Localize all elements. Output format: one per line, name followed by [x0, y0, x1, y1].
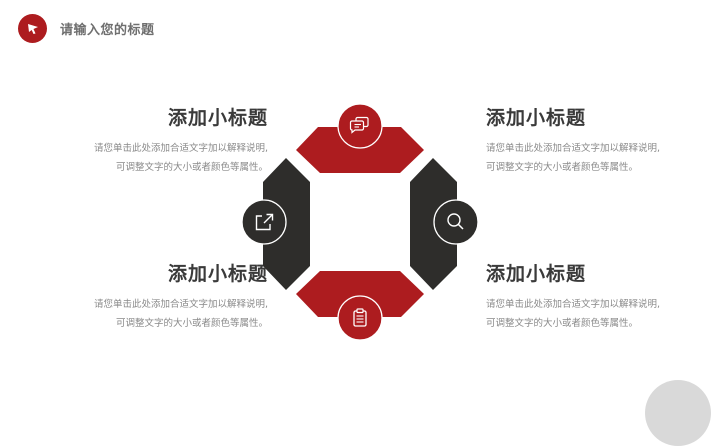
- chat-bubbles-icon: [337, 103, 383, 149]
- clipboard-icon: [337, 295, 383, 341]
- block-title: 添加小标题: [486, 107, 587, 129]
- block-title: 添加小标题: [167, 107, 268, 129]
- text-block-top-right: 添加小标题 请您单击此处添加合适文字加以解释说明, 可调整文字的大小或者颜色等属…: [486, 106, 720, 177]
- block-desc-line2: 可调整文字的大小或者颜色等属性。: [486, 162, 639, 173]
- block-desc-line2: 可调整文字的大小或者颜色等属性。: [486, 318, 639, 329]
- bottom-segment: [296, 271, 424, 317]
- block-desc-line1: 请您单击此处添加合适文字加以解释说明,: [486, 143, 661, 154]
- text-block-bottom-right: 添加小标题 请您单击此处添加合适文字加以解释说明, 可调整文字的大小或者颜色等属…: [486, 262, 720, 333]
- page-title: 请输入您的标题: [60, 23, 155, 38]
- block-desc-line1: 请您单击此处添加合适文字加以解释说明,: [486, 299, 661, 310]
- block-title: 添加小标题: [486, 263, 587, 285]
- logo-badge: [18, 14, 47, 43]
- paper-plane-icon: [27, 23, 38, 34]
- block-desc-line1: 请您单击此处添加合适文字加以解释说明,: [93, 143, 268, 154]
- text-block-top-left: 添加小标题 请您单击此处添加合适文字加以解释说明, 可调整文字的大小或者颜色等属…: [28, 106, 268, 177]
- text-block-bottom-left: 添加小标题 请您单击此处添加合适文字加以解释说明, 可调整文字的大小或者颜色等属…: [28, 262, 268, 333]
- top-segment: [296, 127, 424, 173]
- decorative-corner-circle: [645, 380, 711, 446]
- block-title: 添加小标题: [167, 263, 268, 285]
- block-desc-line2: 可调整文字的大小或者颜色等属性。: [115, 318, 268, 329]
- external-link-icon: [241, 199, 287, 245]
- search-icon: [433, 199, 479, 245]
- four-part-octagon-diagram: [241, 103, 479, 341]
- block-desc-line1: 请您单击此处添加合适文字加以解释说明,: [93, 299, 268, 310]
- block-desc-line2: 可调整文字的大小或者颜色等属性。: [115, 162, 268, 173]
